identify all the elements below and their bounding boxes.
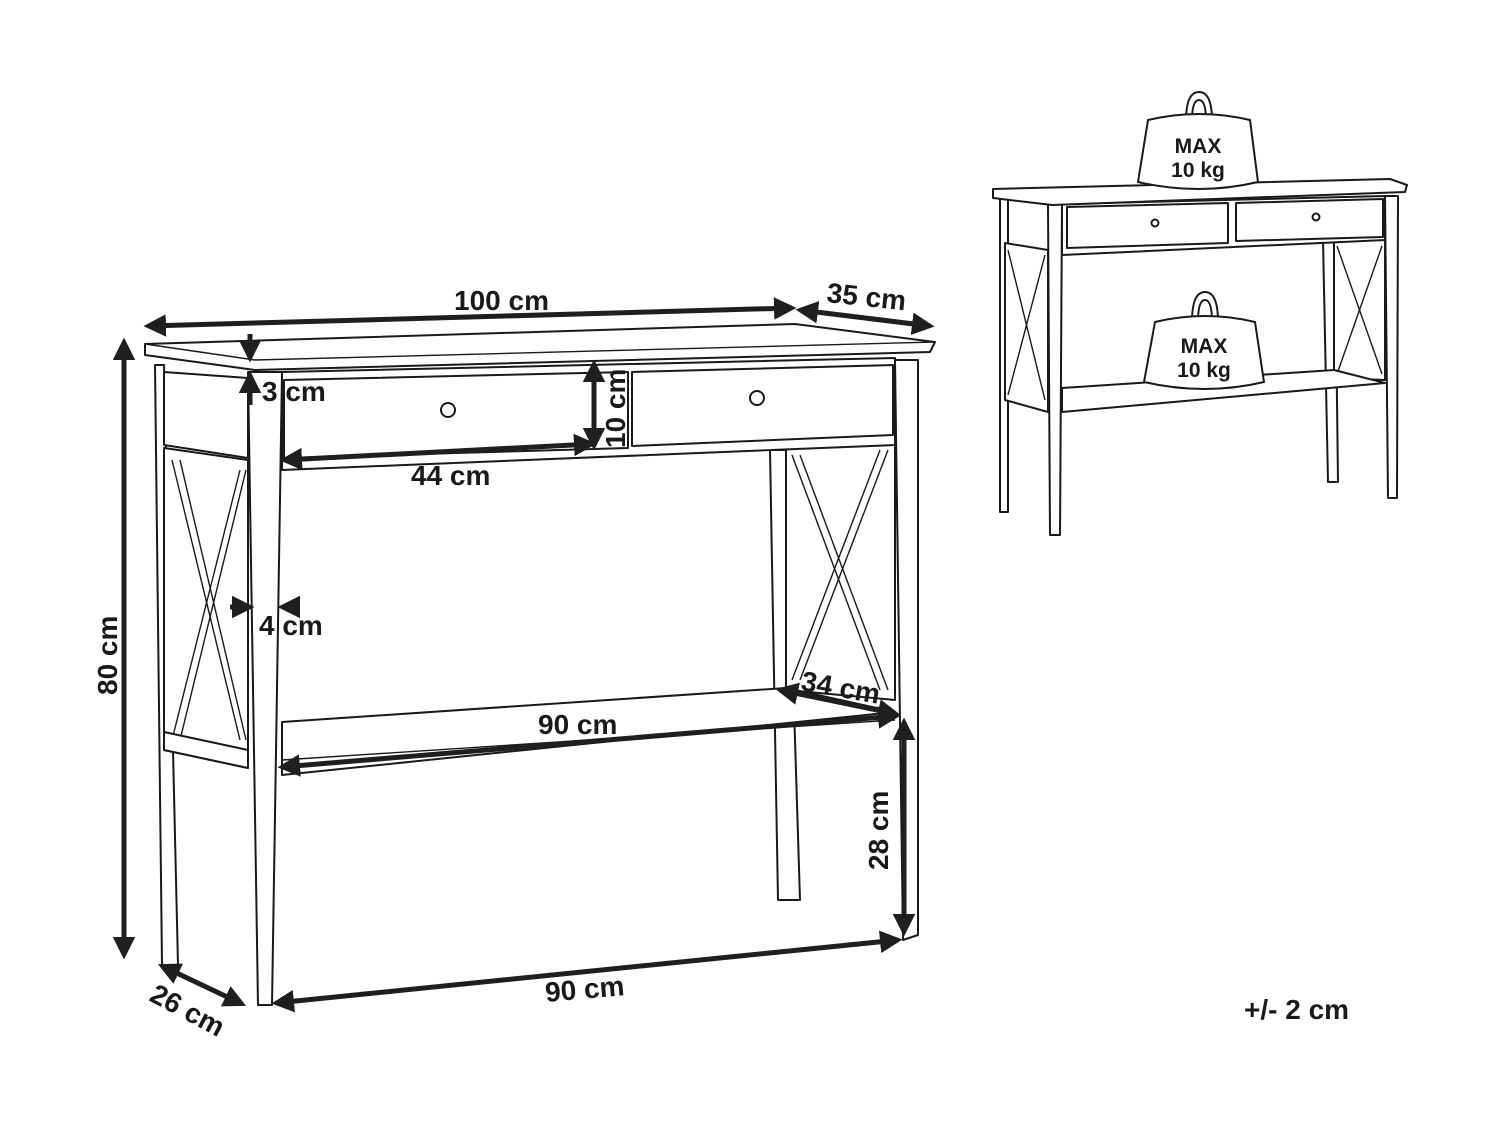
label-leg-span-width: 90 cm (544, 970, 626, 1008)
label-total-depth: 35 cm (825, 277, 907, 316)
dim-100-line (143, 297, 797, 337)
label-leg-width: 4 cm (259, 610, 323, 641)
label-drawer-width: 44 cm (411, 460, 490, 491)
label-shelf-height: 28 cm (863, 791, 894, 870)
dim-35-line (795, 301, 935, 335)
dimension-lines (112, 297, 935, 1013)
dim-44-line (279, 433, 597, 471)
right-drawer-knob (749, 390, 765, 406)
front-left-leg (247, 371, 283, 1006)
weight-shelf-line2: 10 kg (1177, 359, 1231, 382)
label-shelf-width: 90 cm (538, 709, 617, 740)
label-leg-span-depth: 26 cm (145, 978, 230, 1043)
left-lower-rail (163, 731, 249, 769)
left-apron (163, 371, 249, 459)
right-x-frame (785, 439, 896, 701)
label-drawer-height: 10 cm (600, 369, 631, 448)
dim-90-floor-line (271, 930, 903, 1013)
weight-icon-shelf: MAX 10 kg (1143, 291, 1265, 390)
label-top-thickness: 3 cm (262, 376, 326, 407)
weight-top-line2: 10 kg (1171, 159, 1225, 182)
dim-34-line (775, 682, 901, 722)
load-capacity-drawing: MAX 10 kg MAX 10 kg (992, 91, 1408, 536)
weight-top-line1: MAX (1175, 135, 1222, 158)
dim-90-shelf-line (277, 706, 901, 777)
weight-shelf-line1: MAX (1181, 335, 1228, 358)
dim-26-line (157, 963, 247, 1007)
weight-icon-top: MAX 10 kg (1137, 91, 1259, 190)
tolerance-note: +/- 2 cm (1244, 994, 1350, 1025)
label-total-height: 80 cm (92, 616, 123, 695)
label-total-width: 100 cm (454, 285, 549, 316)
right-drawer (631, 364, 894, 447)
main-table-drawing (144, 323, 936, 1006)
left-drawer-knob (440, 402, 456, 418)
